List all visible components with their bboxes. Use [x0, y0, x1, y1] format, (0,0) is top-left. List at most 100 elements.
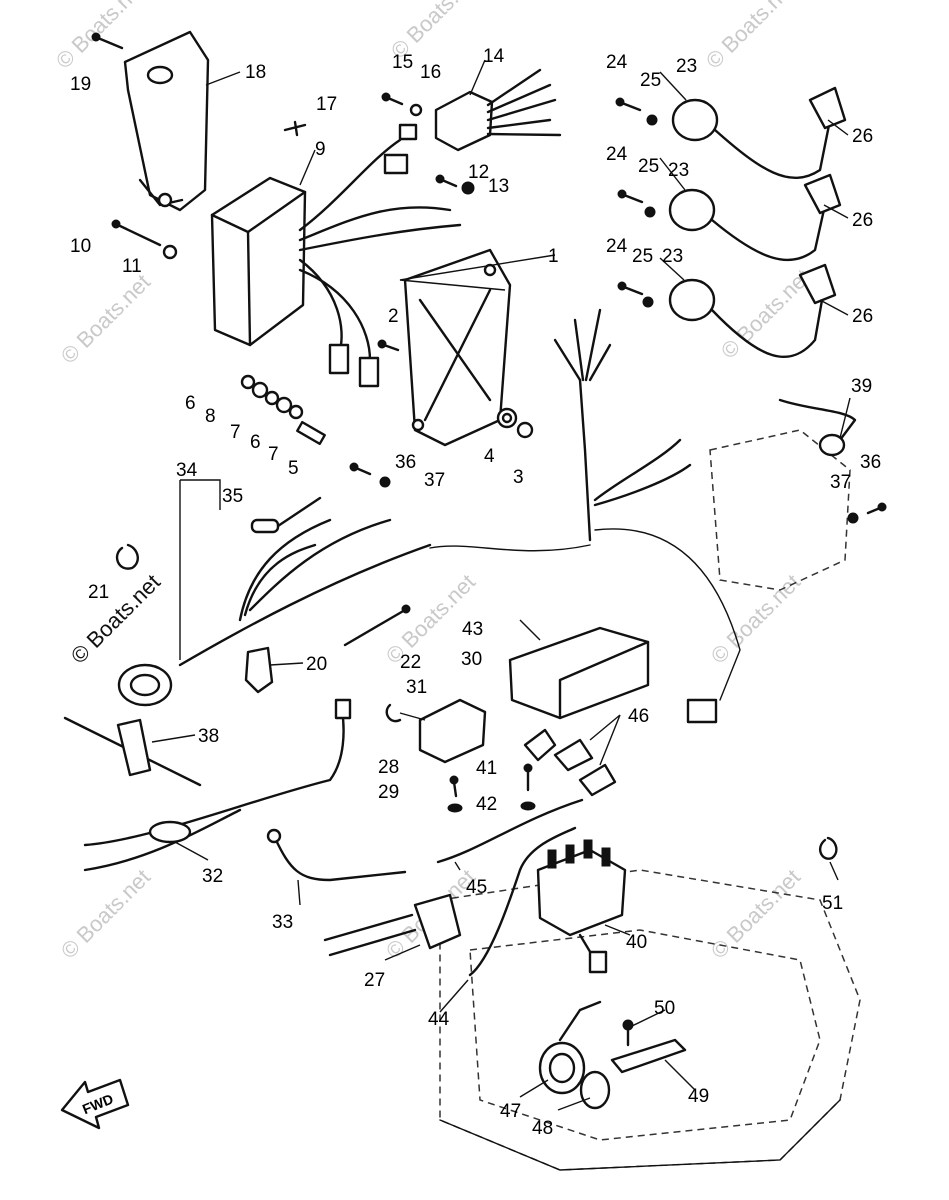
part-6-7-8-grommets [240, 374, 304, 420]
callout-27: 27 [364, 970, 385, 991]
part-50-screw [622, 1019, 634, 1047]
callout-21: 21 [88, 582, 109, 603]
callout-40: 40 [626, 932, 647, 953]
callout-16: 16 [420, 62, 441, 83]
engine-block-outline [709, 429, 851, 591]
callout-37a: 37 [424, 470, 445, 491]
callout-35: 35 [222, 486, 243, 507]
part-41-screw [523, 763, 533, 792]
part-10-bolt [111, 219, 162, 247]
callout-7b: 7 [268, 444, 279, 465]
part-40-relay-unit [536, 839, 627, 974]
part-31-clip [385, 703, 402, 723]
callout-22: 22 [400, 652, 421, 673]
part-42-washer [520, 801, 536, 811]
callout-26a: 26 [852, 126, 873, 147]
callout-12: 12 [468, 162, 489, 183]
callout-18: 18 [245, 62, 266, 83]
callout-49: 49 [688, 1086, 709, 1107]
part-4-grommet [496, 407, 518, 429]
callout-42: 42 [476, 794, 497, 815]
callout-34: 34 [176, 460, 198, 481]
callout-48: 48 [532, 1118, 553, 1139]
callout-19: 19 [70, 74, 91, 95]
part-34-harness [117, 518, 432, 707]
part-5-collar [296, 420, 326, 446]
part-47-switch [538, 1000, 602, 1095]
part-36-37-ground-bolts [349, 462, 887, 524]
callout-25c: 25 [632, 246, 653, 267]
callout-37b: 37 [830, 472, 851, 493]
callout-7a: 7 [230, 422, 241, 443]
callout-6b: 6 [250, 432, 261, 453]
callout-labels: 1 2 3 4 5 6 6 7 7 8 9 10 11 12 13 14 15 … [70, 46, 881, 1139]
callout-25b: 25 [638, 156, 659, 177]
part-16-washer [409, 103, 423, 117]
parts-24-25-bolts-washers [615, 97, 658, 308]
part-32-cable [83, 698, 352, 872]
fwd-arrow-icon: FWD [60, 1078, 130, 1130]
part-44-lead [468, 826, 577, 977]
callout-43: 43 [462, 619, 483, 640]
callout-10: 10 [70, 236, 91, 257]
callout-25a: 25 [640, 70, 661, 91]
callout-28: 28 [378, 757, 399, 778]
callout-26c: 26 [852, 306, 873, 327]
callout-23a: 23 [676, 56, 697, 77]
part-23-ignition-coil-2 [668, 173, 842, 262]
part-15-bolt [381, 92, 404, 106]
part-23-ignition-coil-3 [668, 263, 837, 358]
watermark-7: © Boats.net [706, 569, 805, 668]
part-2-bolt [377, 339, 400, 352]
callout-30: 30 [461, 649, 482, 670]
part-33-cable [266, 828, 407, 882]
part-13-washer [461, 181, 475, 195]
part-3-nut [516, 421, 534, 439]
callout-51: 51 [822, 893, 843, 914]
callout-32: 32 [202, 866, 223, 887]
watermark-10: © Boats.net [706, 864, 805, 963]
part-14-rectifier [434, 68, 562, 152]
callout-15: 15 [392, 52, 413, 73]
callout-29: 29 [378, 782, 399, 803]
callout-1: 1 [548, 246, 559, 267]
part-46-boots [523, 728, 617, 797]
watermark-5: © Boats.net [716, 264, 815, 363]
callout-26b: 26 [852, 210, 873, 231]
callout-50: 50 [654, 998, 675, 1019]
part-48-ring [579, 1070, 611, 1110]
callout-24c: 24 [606, 236, 628, 257]
part-28-29-screw-washer [447, 775, 463, 813]
callout-44: 44 [428, 1009, 450, 1030]
callout-45: 45 [466, 877, 487, 898]
part-27-starter-relay [323, 893, 462, 957]
watermark-4: © Boats.net [56, 269, 155, 368]
watermark-3: © Boats.net [701, 0, 800, 74]
watermark-8: © Boats.net [56, 864, 155, 963]
part-35-fuse-holder [250, 496, 322, 534]
part-9-cdi-unit [210, 123, 462, 388]
callout-31: 31 [406, 677, 427, 698]
part-39-sensor [778, 398, 857, 457]
part-20-holder [244, 646, 274, 694]
callout-6a: 6 [185, 393, 196, 414]
part-38-bracket [63, 716, 202, 787]
watermark-dark: © Boats.net [66, 569, 165, 668]
part-51-clip [818, 836, 838, 860]
part-17-clip [283, 120, 307, 137]
bottom-cowling-outline [439, 869, 861, 1171]
callout-36b: 36 [860, 452, 881, 473]
callout-5: 5 [288, 458, 299, 479]
callout-14: 14 [483, 46, 505, 67]
callout-39: 39 [851, 376, 872, 397]
callout-47: 47 [500, 1101, 521, 1122]
callout-13: 13 [488, 176, 509, 197]
part-30-cover [418, 698, 487, 764]
callout-3: 3 [513, 467, 524, 488]
part-45-lead [436, 798, 584, 864]
callout-33: 33 [272, 912, 293, 933]
callout-11: 11 [122, 256, 142, 277]
part-23-ignition-coil-1 [671, 86, 847, 180]
part-11-washer [162, 244, 178, 260]
